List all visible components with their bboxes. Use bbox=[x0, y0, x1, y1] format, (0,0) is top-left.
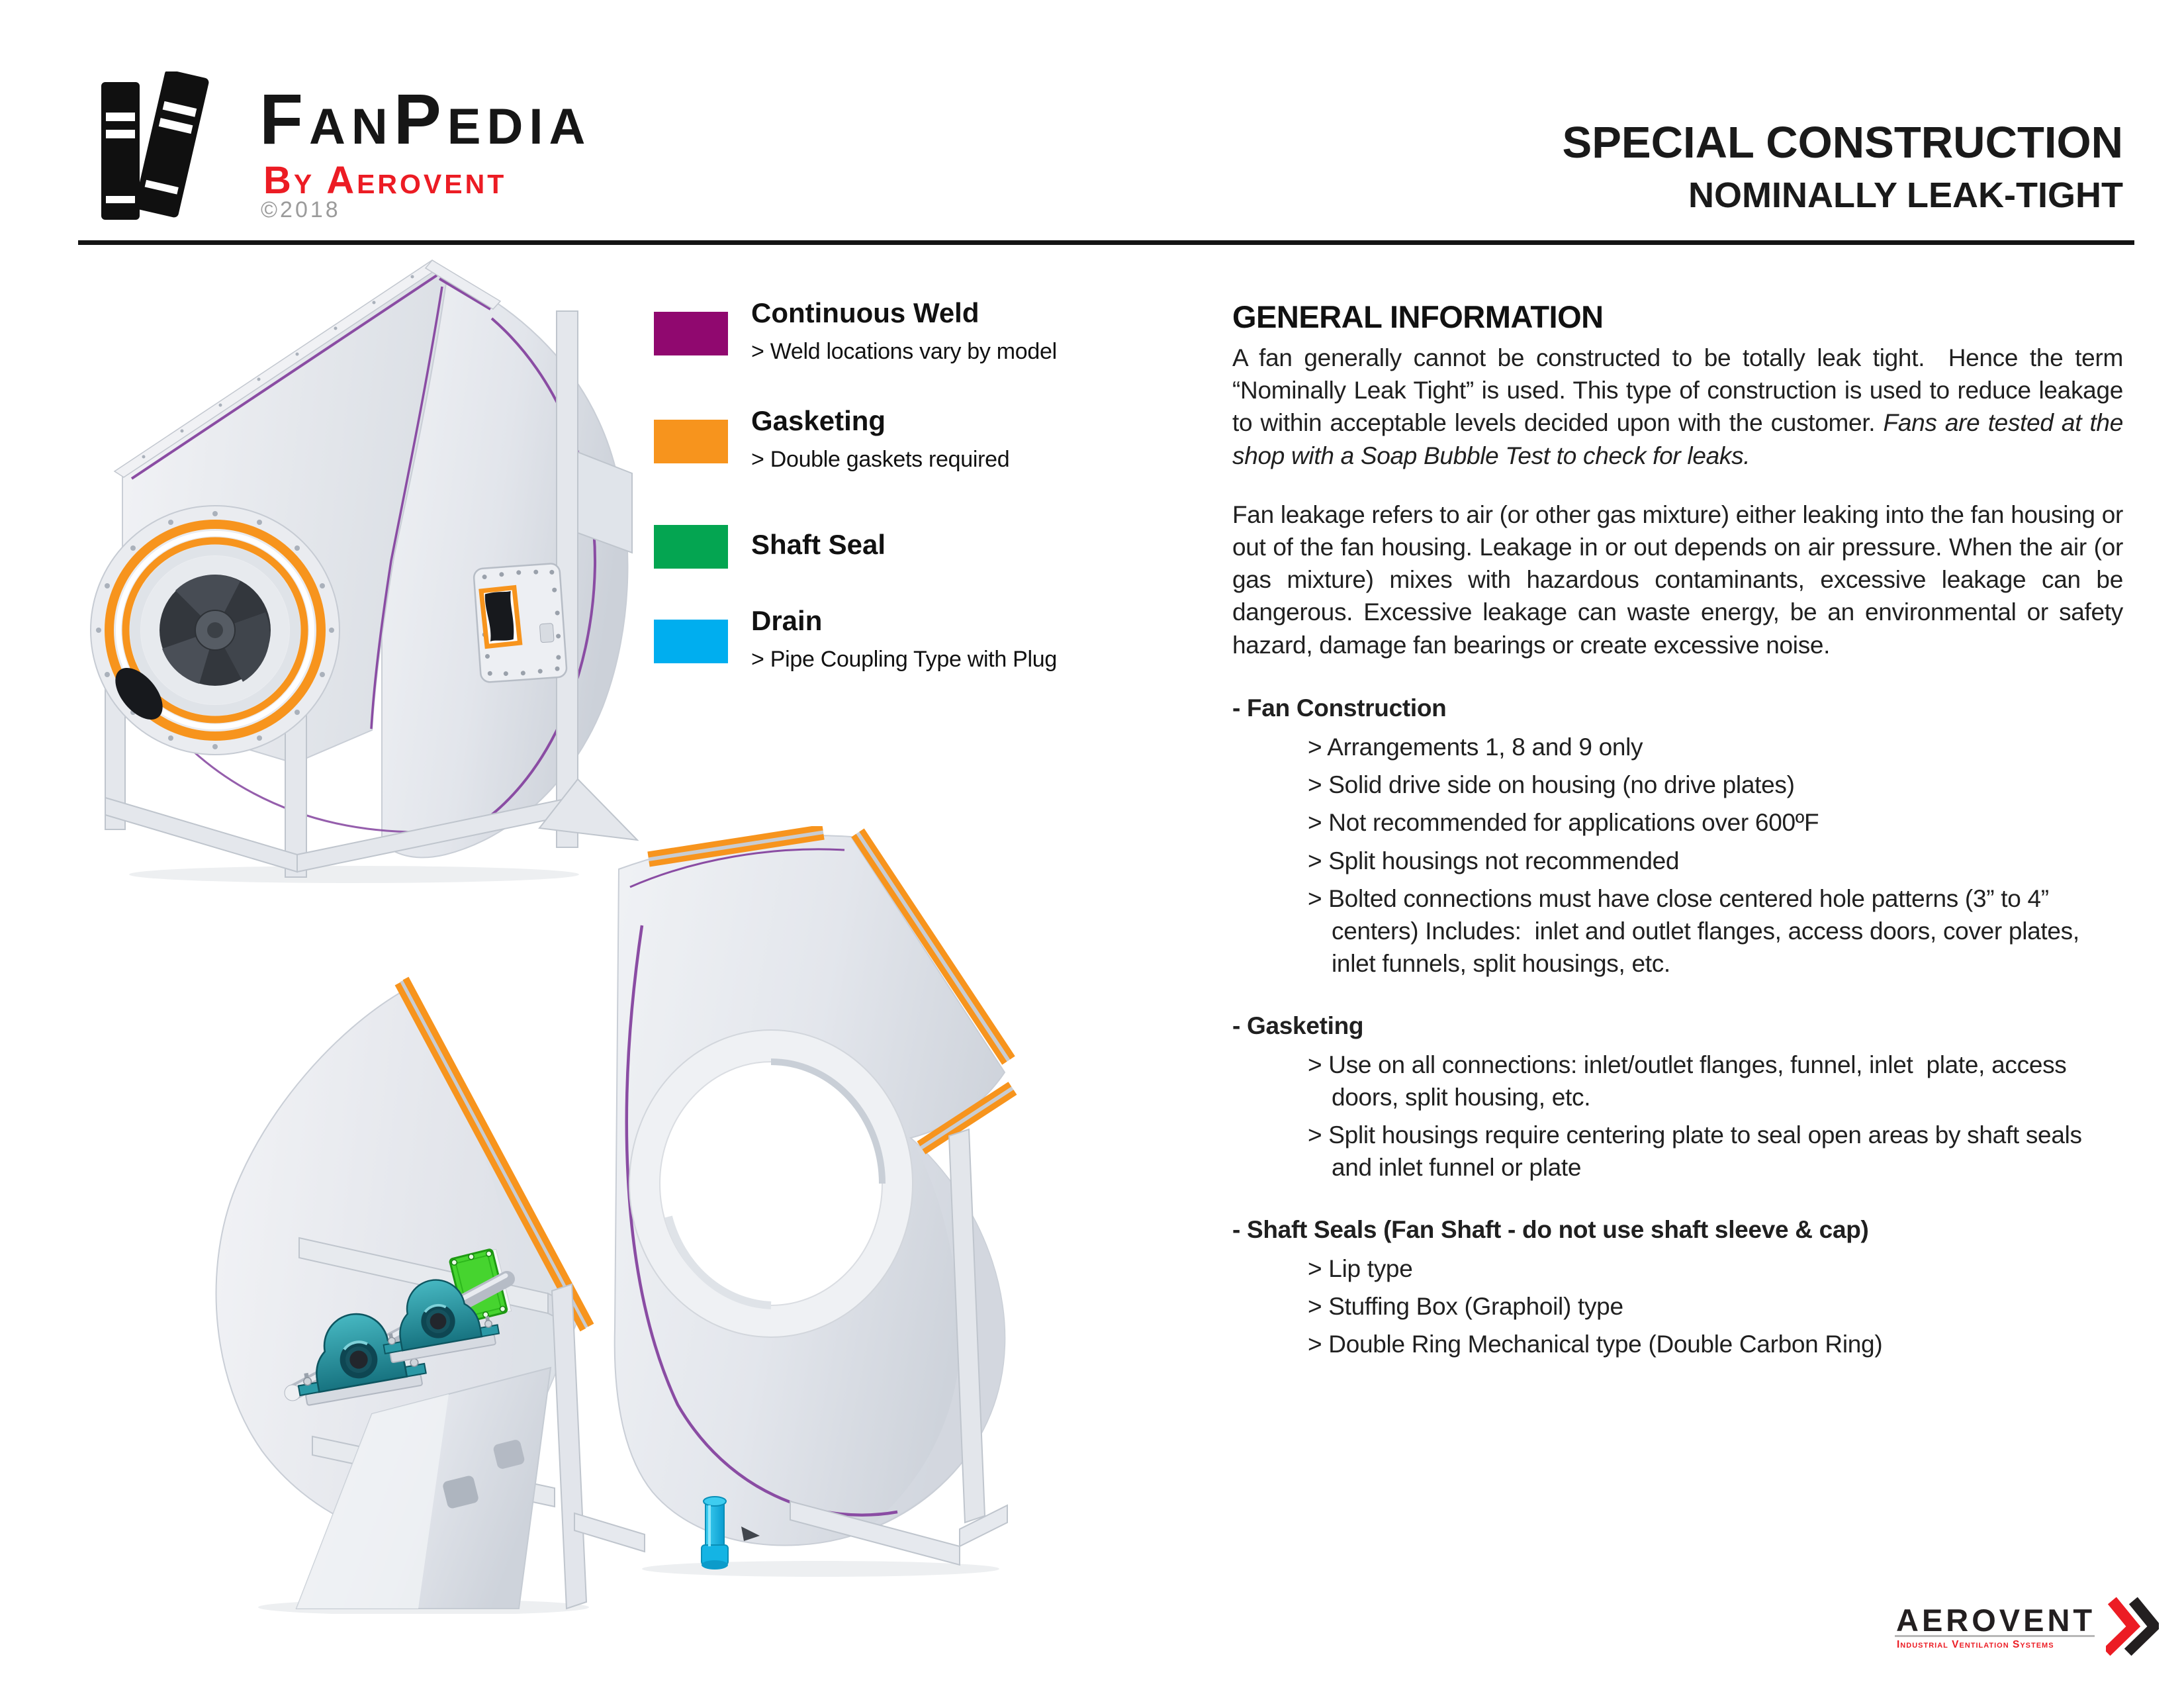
section-heading: - Shaft Seals (Fan Shaft - do not use sh… bbox=[1232, 1215, 1869, 1243]
list-item: > Double Ring Mechanical type (Double Ca… bbox=[1308, 1331, 1883, 1358]
legend-swatch-shaft-seal bbox=[654, 525, 728, 569]
inlet-gasket-ring bbox=[90, 505, 340, 755]
legend-label-gasketing: Gasketing bbox=[751, 405, 886, 436]
legend-label-continuous-weld: Continuous Weld bbox=[751, 297, 979, 328]
list-item: > Split housings require centering plate… bbox=[1308, 1121, 2082, 1182]
ring-notch bbox=[115, 667, 163, 720]
legend-label-drain: Drain bbox=[751, 605, 823, 636]
legend-swatch-gasketing bbox=[654, 420, 728, 463]
doc-subtitle: NOMINALLY LEAK-TIGHT bbox=[1688, 175, 2123, 215]
gasket-strip bbox=[394, 976, 594, 1332]
list-item: > Split housings not recommended bbox=[1308, 847, 1680, 874]
footer-brand: AEROVENT bbox=[1896, 1603, 2096, 1638]
paragraph-1-text: A fan generally cannot be constructed to… bbox=[1232, 344, 2123, 437]
drain-plug bbox=[701, 1496, 760, 1570]
outlet-flange bbox=[577, 451, 633, 554]
section-gasketing: - Gasketing > Use on all connections: in… bbox=[1232, 1009, 2123, 1184]
list-item: > Solid drive side on housing (no drive … bbox=[1308, 771, 1795, 799]
section-fan-construction: - Fan Construction > Arrangements 1, 8 a… bbox=[1232, 692, 2123, 980]
list-item: > Lip type bbox=[1308, 1254, 1413, 1282]
legend-label-shaft-seal: Shaft Seal bbox=[751, 529, 886, 560]
scroll-stand bbox=[574, 1128, 1008, 1566]
footer-tagline: Industrial Ventilation Systems bbox=[1897, 1639, 2054, 1650]
double-chevron-icon bbox=[2106, 1597, 2159, 1656]
paragraph-1-italic: Fans are tested at the shop with a Soap … bbox=[1232, 409, 2123, 469]
books-icon bbox=[101, 71, 209, 220]
bolt-dots bbox=[142, 275, 414, 459]
door-handle bbox=[539, 623, 555, 643]
fan-pedestal bbox=[295, 1366, 552, 1609]
weld-line bbox=[629, 848, 845, 888]
book-spine bbox=[134, 71, 209, 218]
roof-flange bbox=[424, 259, 502, 310]
weld-line bbox=[438, 277, 492, 310]
logo-title: FanPedia bbox=[259, 79, 592, 159]
doc-title: SPECIAL CONSTRUCTION bbox=[1562, 118, 2123, 167]
paragraph-2: Fan leakage refers to air (or other gas … bbox=[1232, 500, 2123, 659]
logo-byline: By Aerovent bbox=[263, 159, 507, 202]
legend-note-continuous-weld: > Weld locations vary by model bbox=[751, 339, 1057, 364]
weld-line bbox=[468, 317, 597, 832]
legend-swatch-continuous-weld bbox=[654, 312, 728, 355]
list-item: > Bolted connections must have close cen… bbox=[1308, 884, 2079, 978]
general-information: GENERAL INFORMATION A fan generally cann… bbox=[1232, 299, 2123, 1389]
section-heading: - Gasketing bbox=[1232, 1011, 1364, 1039]
exploded-fan-illustration bbox=[215, 826, 1017, 1614]
weld-line bbox=[370, 286, 443, 729]
list-item: > Use on all connections: inlet/outlet f… bbox=[1308, 1051, 2067, 1111]
header-divider bbox=[78, 240, 2134, 245]
logo-copyright: ©2018 bbox=[261, 197, 341, 222]
legend-note-gasketing: > Double gaskets required bbox=[751, 447, 1010, 472]
general-information-heading: GENERAL INFORMATION bbox=[1232, 299, 1604, 334]
legend-note-drain: > Pipe Coupling Type with Plug bbox=[751, 647, 1057, 672]
list-item: > Stuffing Box (Graphoil) type bbox=[1308, 1292, 1623, 1320]
weld-line bbox=[130, 274, 438, 480]
legend-swatch-drain bbox=[654, 620, 728, 663]
inlet-funnel bbox=[629, 1029, 913, 1338]
gasket-strip bbox=[647, 826, 1017, 1154]
section-heading: - Fan Construction bbox=[1232, 694, 1447, 722]
section-shaft-seals: - Shaft Seals (Fan Shaft - do not use sh… bbox=[1232, 1213, 2123, 1361]
footer-rule bbox=[1895, 1635, 2095, 1637]
assembled-fan-illustration bbox=[90, 259, 639, 883]
paragraph-1: A fan generally cannot be constructed to… bbox=[1232, 342, 2123, 472]
list-item: > Not recommended for applications over … bbox=[1308, 809, 1819, 837]
door-opening bbox=[484, 590, 514, 642]
list-item: > Arrangements 1, 8 and 9 only bbox=[1308, 733, 1643, 761]
access-door bbox=[473, 563, 568, 683]
